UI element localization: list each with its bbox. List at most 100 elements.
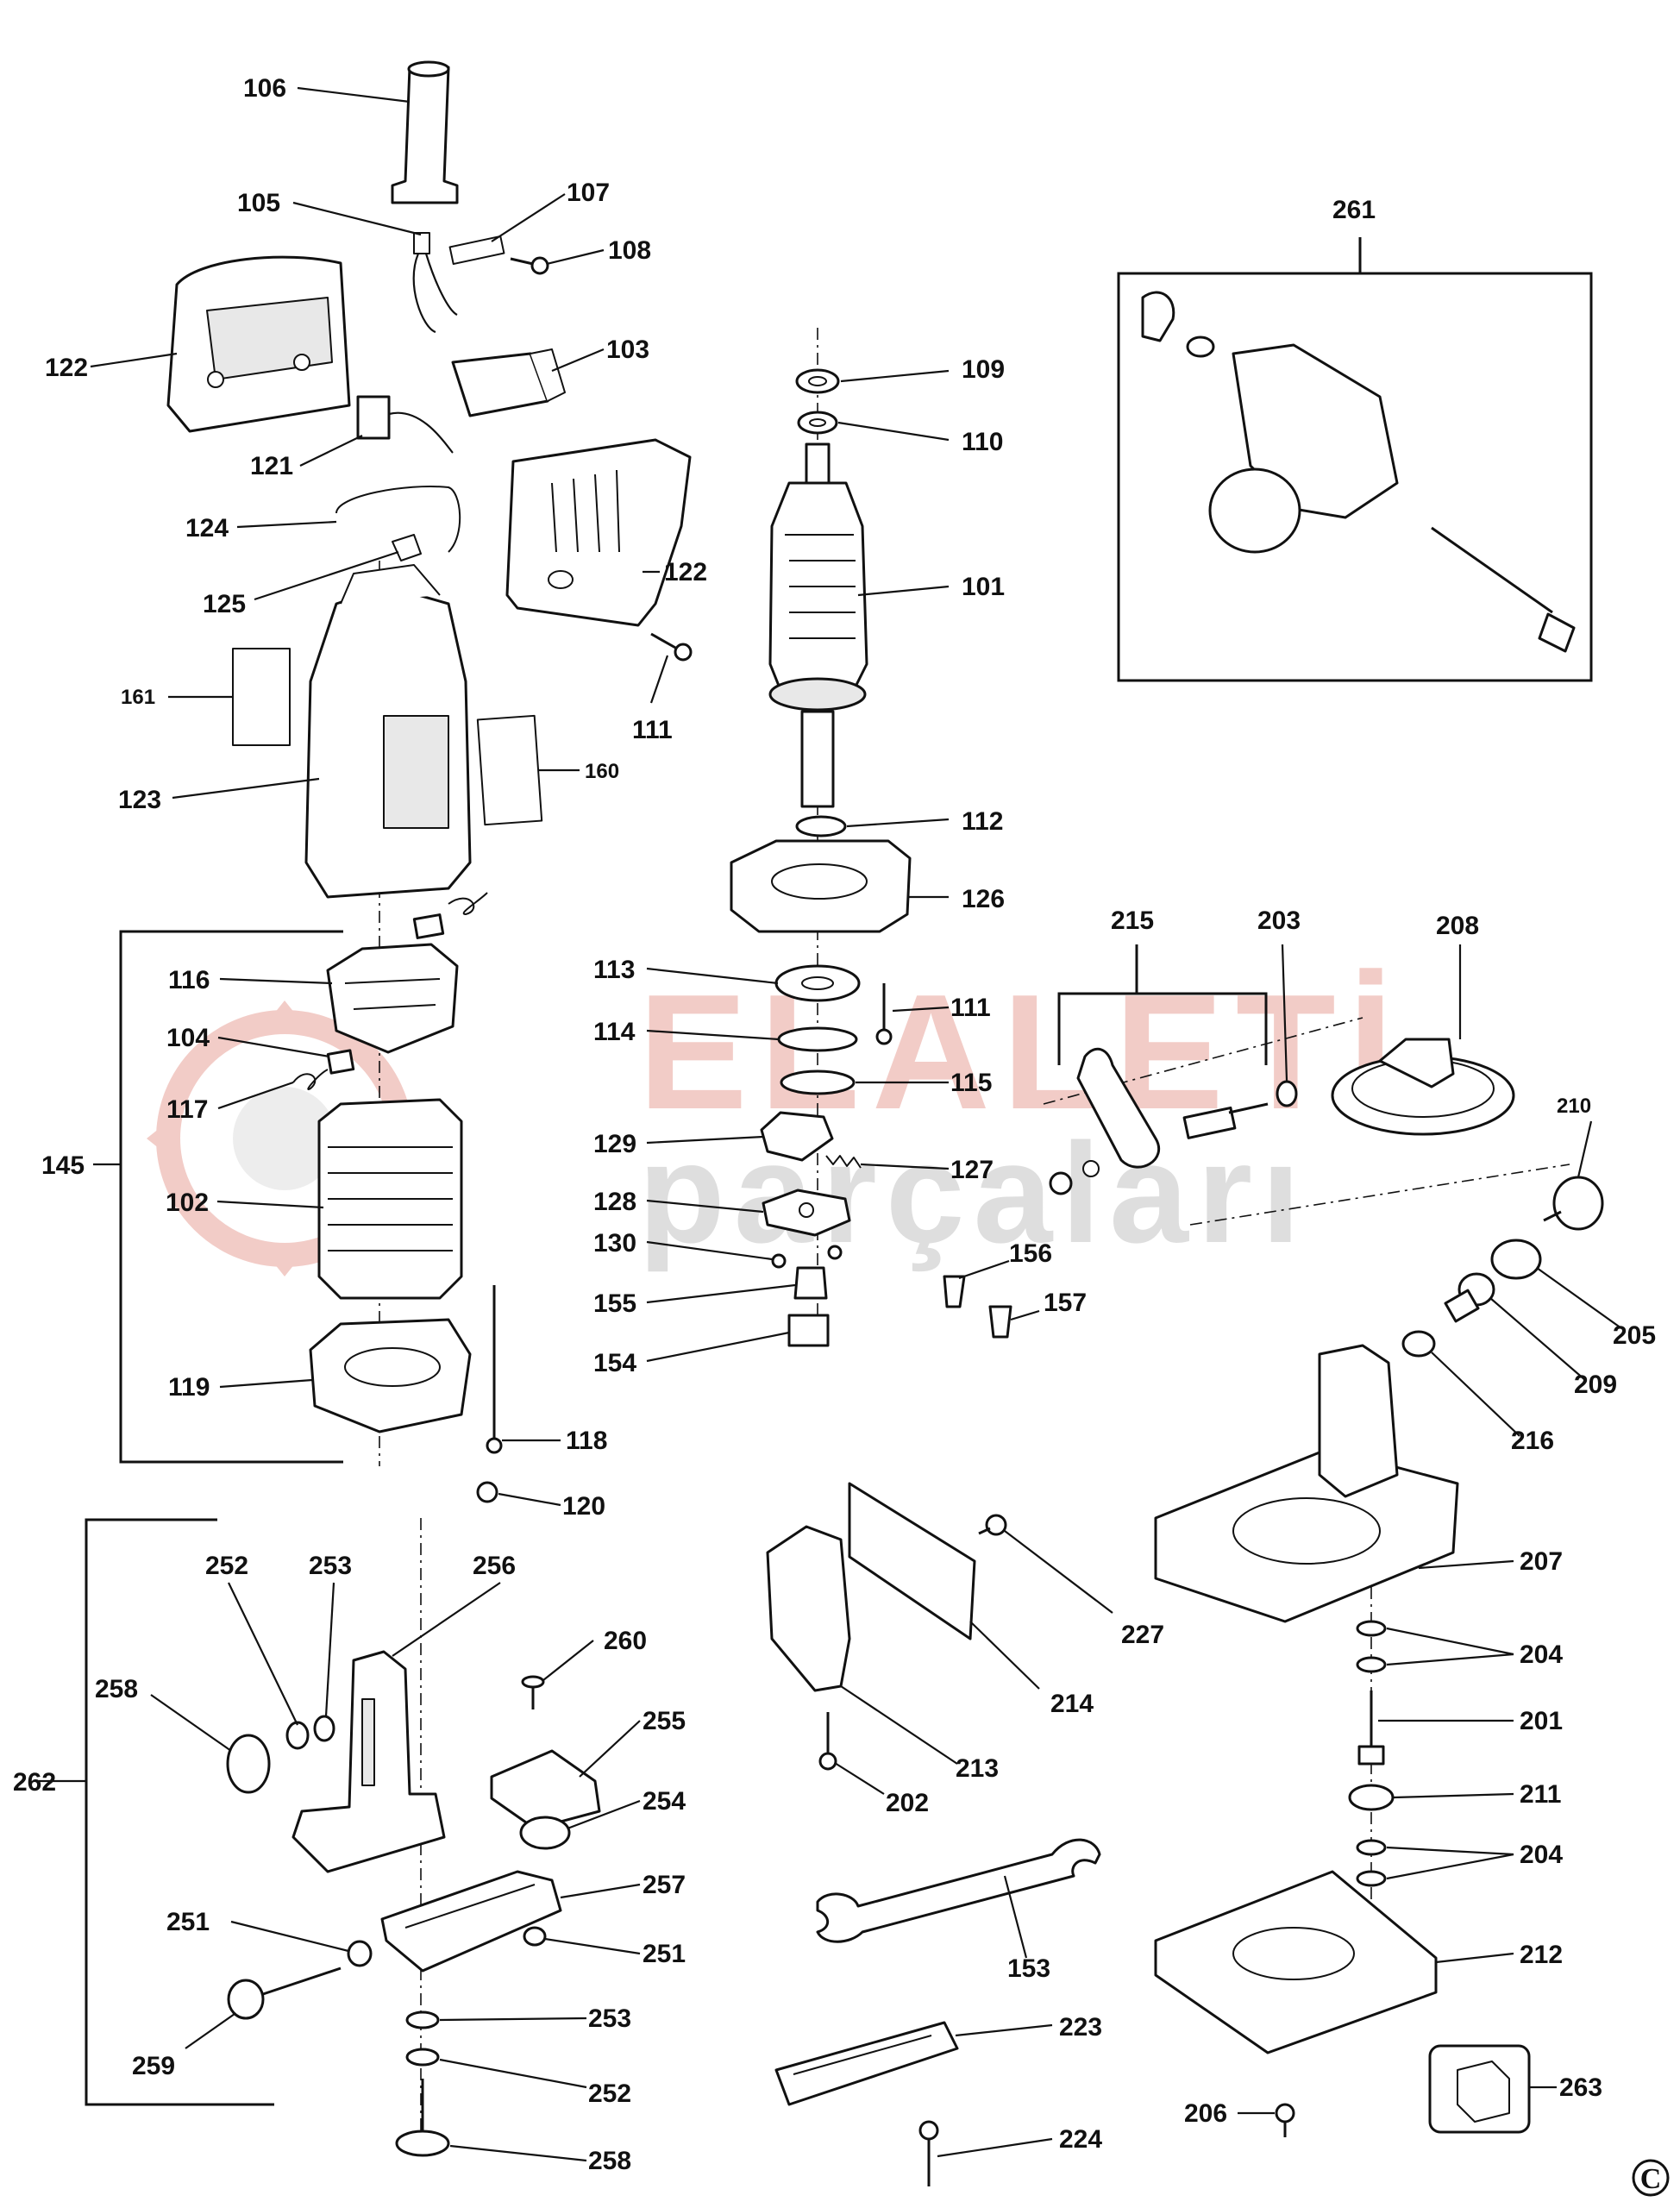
part-261-dust-extraction-kit[interactable] — [1141, 291, 1576, 653]
part-109-bearing[interactable] — [795, 368, 840, 394]
label-113[interactable]: 113 — [593, 956, 635, 984]
label-260[interactable]: 260 — [604, 1627, 647, 1655]
part-129-lock-button[interactable] — [760, 1111, 834, 1162]
part-161-label[interactable] — [232, 648, 291, 746]
label-109[interactable]: 109 — [962, 355, 1005, 384]
part-204-washer-bottom-a[interactable] — [1356, 1839, 1387, 1856]
label-202[interactable]: 202 — [886, 1789, 929, 1817]
part-259-thumb-screw[interactable] — [227, 1966, 342, 2020]
label-263[interactable]: 263 — [1559, 2073, 1602, 2102]
label-125[interactable]: 125 — [203, 590, 246, 618]
part-127-spring[interactable] — [825, 1155, 862, 1169]
part-105-cable-lead[interactable] — [412, 232, 458, 334]
part-103-switch[interactable] — [451, 348, 566, 417]
part-124-wire[interactable] — [335, 486, 461, 553]
part-128-plate[interactable] — [762, 1189, 851, 1237]
label-211[interactable]: 211 — [1520, 1780, 1561, 1809]
label-209[interactable]: 209 — [1574, 1371, 1617, 1399]
part-213-fence[interactable] — [766, 1525, 851, 1692]
part-215-lever-assembly[interactable] — [1049, 1047, 1269, 1195]
part-253-washer-top[interactable] — [313, 1715, 335, 1742]
part-156-collet[interactable] — [943, 1275, 966, 1308]
label-161[interactable]: 161 — [121, 686, 155, 709]
label-208[interactable]: 208 — [1436, 912, 1479, 940]
label-256[interactable]: 256 — [473, 1552, 516, 1580]
label-122-left[interactable]: 122 — [45, 354, 88, 382]
part-260-screw[interactable] — [521, 1675, 545, 1709]
label-127[interactable]: 127 — [950, 1156, 994, 1184]
part-126-bearing-housing[interactable] — [730, 839, 912, 933]
part-120-screw[interactable] — [476, 1481, 498, 1503]
part-116-brush-holder[interactable] — [326, 943, 459, 1054]
part-214-guide-plate[interactable] — [848, 1482, 976, 1640]
label-126[interactable]: 126 — [962, 885, 1005, 913]
label-122-right[interactable]: 122 — [664, 558, 707, 586]
label-121[interactable]: 121 — [250, 452, 293, 480]
label-214[interactable]: 214 — [1050, 1690, 1094, 1718]
label-114[interactable]: 114 — [593, 1018, 636, 1046]
part-122-motor-cover[interactable] — [505, 438, 692, 627]
label-258-bottom[interactable]: 258 — [588, 2147, 631, 2175]
part-216-ring[interactable] — [1401, 1330, 1436, 1358]
label-204-top[interactable]: 204 — [1520, 1640, 1563, 1669]
part-253-washer-bottom[interactable] — [405, 2010, 440, 2029]
label-128[interactable]: 128 — [593, 1188, 636, 1216]
label-120[interactable]: 120 — [562, 1492, 605, 1521]
part-107-cable-clamp[interactable] — [448, 235, 505, 266]
part-224-screw[interactable] — [918, 2120, 939, 2186]
label-253-top[interactable]: 253 — [309, 1552, 352, 1580]
label-129[interactable]: 129 — [593, 1130, 636, 1158]
part-201-bolt[interactable] — [1357, 1690, 1385, 1766]
label-251-left[interactable]: 251 — [166, 1908, 210, 1936]
label-215[interactable]: 215 — [1111, 906, 1154, 935]
part-252-washer-top[interactable] — [285, 1721, 310, 1750]
part-258-knob-bottom[interactable] — [395, 2079, 450, 2157]
label-107[interactable]: 107 — [567, 179, 610, 207]
label-224[interactable]: 224 — [1059, 2125, 1102, 2154]
part-117-brush-spring-top[interactable] — [448, 892, 488, 915]
label-124[interactable]: 124 — [185, 514, 229, 543]
part-255-slide-plate[interactable] — [490, 1749, 601, 1830]
part-257-carrier[interactable] — [380, 1870, 562, 1973]
label-116[interactable]: 116 — [168, 966, 210, 994]
label-216[interactable]: 216 — [1511, 1427, 1554, 1455]
part-263-box-icon[interactable] — [1428, 2044, 1531, 2134]
part-106-handle-grip[interactable] — [391, 60, 459, 204]
part-207-base-plate[interactable] — [1154, 1344, 1459, 1623]
part-203-washer[interactable] — [1276, 1080, 1298, 1107]
label-153[interactable]: 153 — [1007, 1954, 1050, 1983]
part-256-bracket[interactable] — [291, 1650, 446, 1873]
label-201[interactable]: 201 — [1520, 1707, 1563, 1735]
label-145[interactable]: 145 — [41, 1151, 85, 1180]
part-111-screw-cover[interactable] — [650, 632, 693, 662]
part-119-air-guide[interactable] — [309, 1318, 472, 1433]
label-210[interactable]: 210 — [1557, 1095, 1591, 1118]
part-227-screw[interactable] — [978, 1514, 1007, 1536]
part-204-washer-top-a[interactable] — [1356, 1620, 1387, 1637]
part-212-base-plate[interactable] — [1154, 1870, 1438, 2054]
part-210-knob[interactable] — [1543, 1176, 1604, 1231]
label-160[interactable]: 160 — [585, 760, 619, 783]
part-206-screw[interactable] — [1275, 2103, 1295, 2137]
label-253-bottom[interactable]: 253 — [588, 2004, 631, 2033]
label-103[interactable]: 103 — [606, 336, 649, 364]
label-257[interactable]: 257 — [643, 1871, 686, 1899]
part-202-screw[interactable] — [818, 1712, 837, 1771]
part-252-washer-bottom[interactable] — [405, 2048, 440, 2067]
part-125-terminal[interactable] — [392, 534, 422, 561]
part-113-bearing[interactable] — [774, 964, 861, 1002]
part-209-knob-thread[interactable] — [1444, 1272, 1495, 1323]
part-108-screw[interactable] — [510, 256, 549, 275]
part-204-washer-bottom-b[interactable] — [1356, 1870, 1387, 1887]
label-204-bottom[interactable]: 204 — [1520, 1841, 1563, 1869]
part-251-nut-left[interactable] — [347, 1940, 373, 1967]
part-251-nut-right[interactable] — [523, 1926, 547, 1947]
label-252-top[interactable]: 252 — [205, 1552, 248, 1580]
label-111-cover[interactable]: 111 — [632, 716, 673, 744]
label-227[interactable]: 227 — [1121, 1621, 1164, 1649]
part-118-long-screw[interactable] — [486, 1285, 503, 1454]
part-258-knob-top[interactable] — [226, 1734, 271, 1794]
part-204-washer-top-b[interactable] — [1356, 1656, 1387, 1673]
label-119[interactable]: 119 — [168, 1373, 210, 1402]
part-153-wrench[interactable] — [816, 1838, 1101, 1943]
